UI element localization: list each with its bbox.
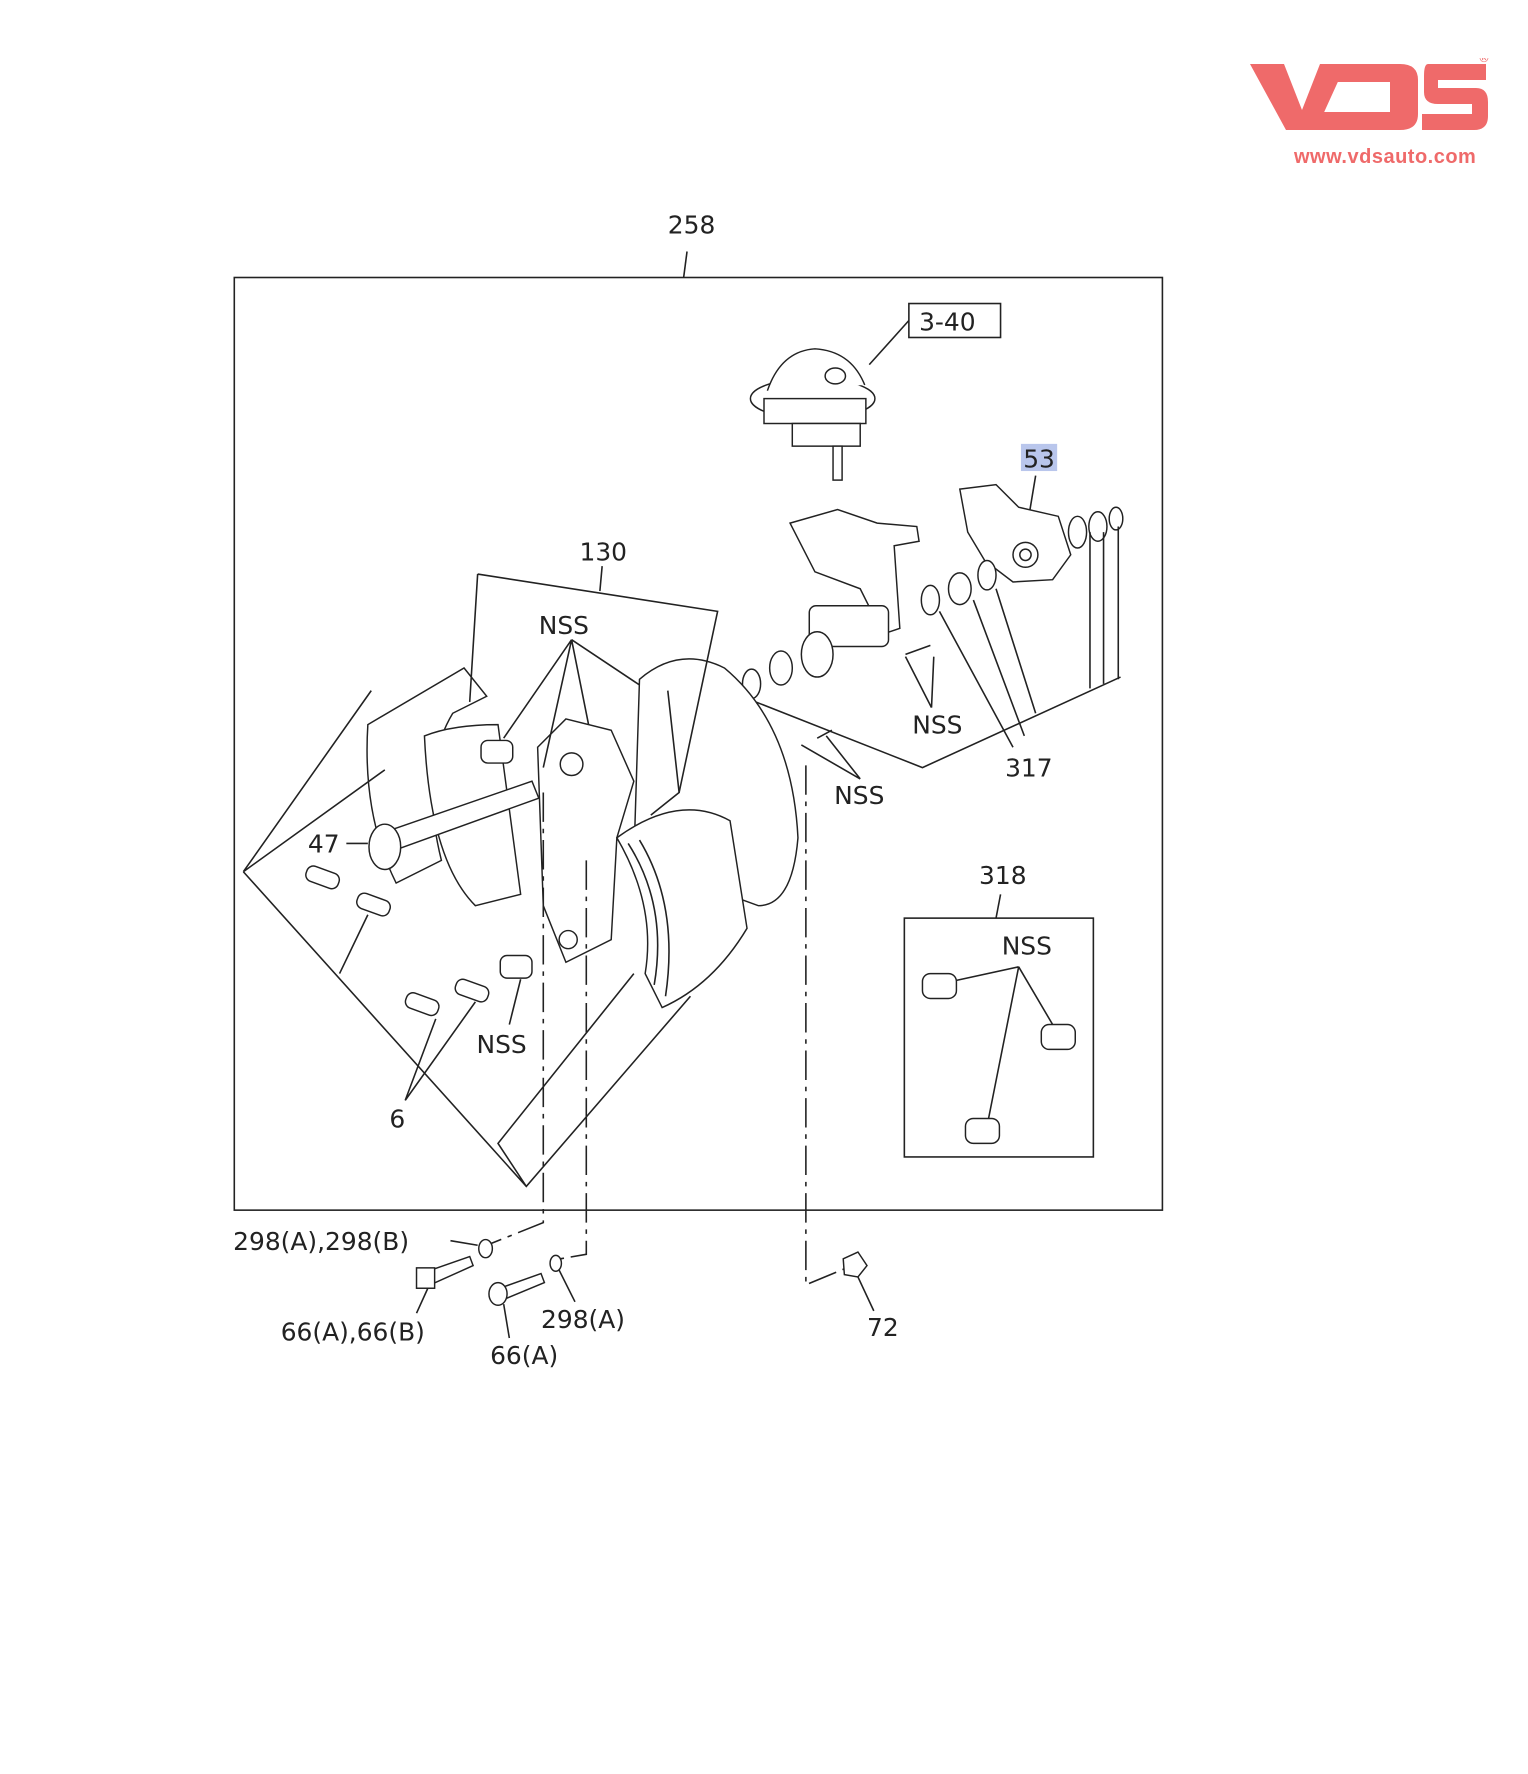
centerline-2 [560,860,588,1260]
leader-66ab [415,1287,429,1314]
brake-chamber[interactable] [749,348,876,481]
registered-mark: ® [1478,58,1490,65]
leader-298ab [450,1239,478,1247]
leader-298a [558,1269,576,1303]
assembly-frame [233,276,1164,1211]
callout-nss-bracket: NSS [912,711,962,740]
kit-bushings[interactable] [921,972,1076,1145]
callout-6[interactable]: 6 [389,1105,405,1134]
callout-318[interactable]: 318 [979,861,1027,890]
leader-group-lower [242,690,692,1188]
brake-shoe-front[interactable] [615,809,748,1009]
centerline-1 [486,792,545,1246]
camshaft-47[interactable] [368,780,540,871]
leader-nss-shoes [503,639,640,768]
leader-258 [682,251,688,278]
leader-66a [502,1303,511,1339]
callout-nss-roller: NSS [477,1030,527,1059]
leader-nss-kit [956,966,1054,1121]
logo-url[interactable]: www.vdsauto.com [1294,146,1477,168]
highlight-53 [1020,443,1058,472]
callout-298ab[interactable]: 298(A),298(B) [233,1227,409,1256]
return-springs[interactable] [304,864,491,1017]
leader-nss-bolt [800,735,861,780]
callout-317[interactable]: 317 [1005,754,1053,783]
leader-72 [857,1276,875,1312]
callout-66ab[interactable]: 66(A),66(B) [281,1317,425,1346]
camshaft-bracket-53[interactable] [958,483,1124,583]
rollers [480,739,533,979]
callout-66a[interactable]: 66(A) [490,1341,558,1370]
callout-258[interactable]: 258 [668,210,716,239]
leader-53 [1029,475,1037,510]
leader-nss-roller [508,979,522,1025]
leader-318 [995,894,1002,919]
callout-3-40[interactable]: 3-40 [919,308,976,337]
centerline-3 [805,765,847,1287]
callout-130[interactable]: 130 [580,537,628,566]
callout-47[interactable]: 47 [308,829,340,858]
vds-logo-mark: ® [1250,58,1490,130]
leader-6 [338,914,477,1101]
leader-3-40 [868,319,910,366]
callout-298a[interactable]: 298(A) [541,1305,625,1334]
mounting-bracket [741,508,997,739]
callout-72[interactable]: 72 [867,1313,899,1342]
brake-shoe-rear[interactable] [366,667,522,907]
callout-53[interactable]: 53 [1023,445,1055,474]
leader-317 [938,588,1037,748]
kit-318-box [903,917,1095,1158]
callout-nss-shoes: NSS [539,611,589,640]
bracket-130 [468,566,719,793]
leader-group-317 [741,526,1121,769]
leader-nss-bracket [904,656,935,708]
callout-nss-kit: NSS [1002,931,1052,960]
callout-nss-bolt: NSS [834,781,884,810]
vds-logo: ® www.vdsauto.com [1250,58,1510,168]
fasteners[interactable] [415,1238,868,1306]
